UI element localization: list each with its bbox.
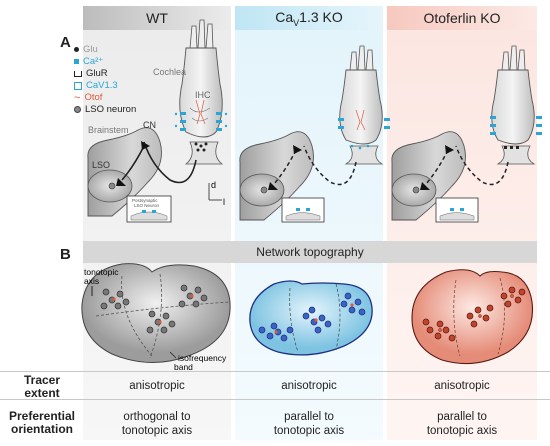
pref-cav-line-2: tonotopic axis (273, 425, 345, 437)
header-cav-rest: 1.3 KO (299, 8, 343, 25)
network-topography-band: Network topography (83, 241, 537, 263)
wt-hair-cell (179, 19, 224, 165)
tonotopic-text: tonotopic (84, 267, 119, 277)
legend-cav13-label: CaV1.3 (86, 80, 118, 91)
tracer-label-line-1: Tracer (23, 373, 61, 387)
wt-ihc-text: IHC (195, 90, 211, 100)
axis-l-text: l (223, 197, 225, 207)
legend-glur-label: GluR (86, 68, 108, 79)
otof-cav-channels (490, 116, 542, 135)
tracer-extent-label: Tracer extent (4, 374, 80, 400)
legend-lso-neuron: LSO neuron (74, 104, 136, 115)
otof-arrowhead-cn (445, 145, 454, 154)
row-divider-1 (0, 371, 550, 372)
wt-cn-text: CN (143, 120, 156, 130)
legend-glur: GluR (74, 68, 108, 79)
wt-lso-outline (81, 263, 231, 364)
wt-cochlea-text: Cochlea (153, 67, 186, 77)
pref-wt-line-1: orthogonal to (123, 411, 191, 423)
legend-ca-label: Ca²⁺ (83, 56, 104, 67)
cav-cluster-centers (274, 303, 354, 334)
otof-glur-marks (504, 146, 519, 149)
cav-lso-neuron (260, 186, 268, 194)
otof-arrowhead-lso (420, 182, 430, 190)
tracer-value-wt: anisotropic (129, 380, 185, 392)
wt-postsyn-text-1: Postsynaptic (132, 198, 158, 203)
square-icon (74, 59, 79, 64)
header-wt: WT (83, 6, 231, 30)
wt-arrowhead-lso (116, 178, 126, 186)
axis-d-text: d (211, 180, 216, 190)
header-cav-sub: V (293, 17, 300, 28)
tracer-value-cav: anisotropic (281, 380, 337, 392)
panel-label-b: B (60, 246, 71, 263)
band-text: band (174, 362, 193, 372)
wt-lso-neuron (108, 182, 116, 190)
pref-value-otof: parallel to tonotopic axis (387, 410, 537, 438)
otof-cluster-centers (438, 294, 514, 332)
pref-value-cav: parallel to tonotopic axis (235, 410, 383, 438)
wt-arrowhead-cn (141, 141, 150, 150)
legend-otof: ~ Otof (74, 92, 102, 103)
row-divider-2 (0, 399, 550, 400)
cav-arrowhead-cn (293, 145, 302, 154)
cav-isofrequency-lines (289, 283, 341, 353)
otof-neuron-clusters (422, 286, 526, 342)
cav-calcium-dots (338, 118, 390, 150)
dl-axis-icon: d l (208, 180, 225, 207)
cav-lso-outline (249, 280, 373, 356)
tracer-value-otof: anisotropic (434, 380, 490, 392)
preferential-orientation-label: Preferential orientation (2, 410, 82, 436)
tracer-label-line-2: extent (24, 386, 60, 400)
header-otof: Otoferlin KO (387, 6, 537, 30)
legend-glu-label: Glu (83, 44, 98, 55)
network-topography-label: Network topography (256, 245, 364, 259)
otof-postsynaptic-inset (435, 197, 479, 223)
panel-label-a: A (60, 34, 71, 51)
axis-text: axis (84, 276, 99, 286)
legend-cav13: CaV1.3 (74, 80, 118, 91)
legend-otof-label: Otof (84, 92, 103, 103)
header-otof-label: Otoferlin KO (423, 10, 501, 26)
otof-lso-neuron (412, 186, 420, 194)
dot-icon (74, 47, 79, 52)
pref-otof-line-1: parallel to (437, 411, 487, 423)
wt-cav-channels (174, 112, 228, 131)
header-cav: CaV1.3 KO (235, 6, 383, 30)
wt-postsynaptic-inset: Postsynaptic LSO Neuron (126, 195, 172, 223)
wt-glutamate-dots (194, 142, 208, 152)
pref-wt-line-2: tonotopic axis (121, 425, 193, 437)
pref-cav-line-1: parallel to (284, 411, 334, 423)
legend-lso-neuron-label: LSO neuron (85, 104, 137, 115)
pref-label-line-2: orientation (11, 422, 73, 436)
cav-postsynaptic-inset (281, 197, 325, 223)
pref-value-wt: orthogonal to tonotopic axis (83, 410, 231, 438)
neuron-icon (74, 106, 81, 113)
wt-postsyn-text-2: LSO Neuron (134, 203, 160, 208)
isofrequency-pointer (169, 351, 177, 359)
legend-ca: Ca²⁺ (74, 56, 103, 67)
wt-isofrequency-lines (95, 273, 231, 359)
header-wt-label: WT (146, 10, 168, 26)
tilde-icon: ~ (74, 91, 81, 104)
wt-lso-text: LSO (92, 160, 110, 170)
receptor-icon (74, 70, 82, 77)
otof-hair-cell (491, 45, 536, 165)
wt-cluster-centers (112, 294, 194, 324)
legend-glu: Glu (74, 44, 98, 55)
isofrequency-text: isofrequency (178, 353, 227, 363)
channel-icon (74, 81, 82, 90)
header-cav-label: CaV1.3 KO (275, 9, 343, 28)
cav-arrowhead-lso (268, 182, 278, 190)
otof-isofrequency-lines (453, 277, 505, 357)
cav-hair-cell (339, 45, 384, 165)
pref-otof-line-2: tonotopic axis (426, 425, 498, 437)
wt-brainstem-text: Brainstem (88, 125, 129, 135)
cav-neuron-clusters (258, 292, 366, 342)
pref-label-line-1: Preferential (8, 409, 76, 423)
header-cav-ca: Ca (275, 8, 294, 25)
